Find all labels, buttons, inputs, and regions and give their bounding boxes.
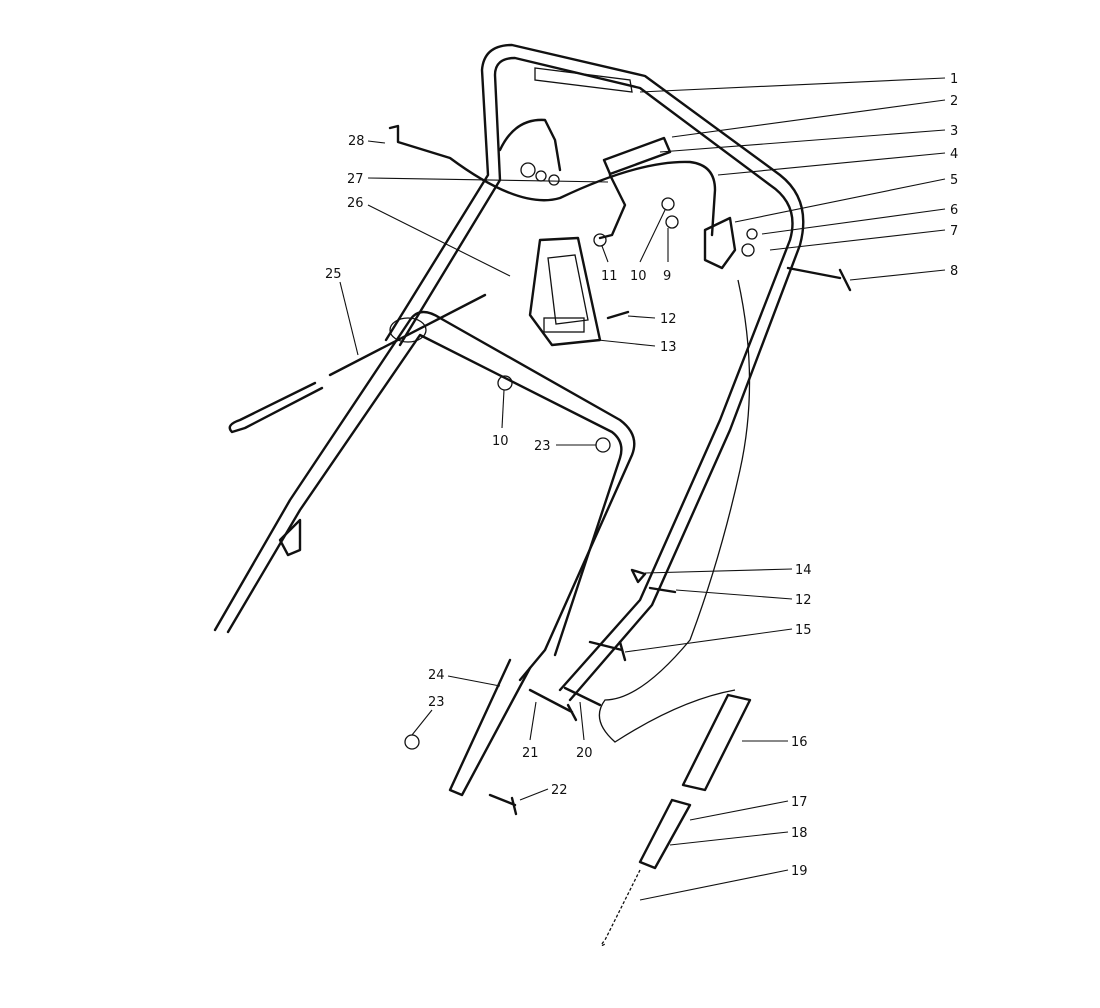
control-bail	[388, 118, 717, 237]
control-rod	[598, 173, 627, 240]
upper-handle	[384, 43, 805, 702]
callout-2: 2	[950, 94, 958, 109]
console	[528, 236, 602, 347]
callout-9: 9	[663, 269, 671, 284]
callout-20: 20	[576, 746, 593, 761]
callout-7: 7	[950, 224, 958, 239]
callout-3: 3	[950, 124, 958, 139]
bracket	[703, 216, 737, 270]
callout-28: 28	[348, 134, 365, 149]
lower-grip-assembly	[600, 693, 752, 946]
leader-lines	[339, 77, 946, 901]
callout-27: 27	[347, 172, 364, 187]
cable-wire	[598, 279, 751, 743]
callout-10: 10	[630, 269, 647, 284]
callout-23: 23	[428, 695, 445, 710]
callout-1: 1	[950, 72, 958, 87]
callout-11: 11	[601, 269, 618, 284]
callout-14: 14	[795, 563, 812, 578]
callout-8: 8	[950, 264, 958, 279]
callout-24: 24	[428, 668, 445, 683]
callout-23: 23	[534, 439, 551, 454]
callout-17: 17	[791, 795, 808, 810]
grip-sleeve	[602, 136, 672, 176]
cable-rod	[328, 293, 487, 377]
callout-5: 5	[950, 173, 958, 188]
callout-10: 10	[492, 434, 509, 449]
callout-4: 4	[950, 147, 958, 162]
callout-22: 22	[551, 783, 568, 798]
lower-handle	[213, 310, 636, 797]
callout-19: 19	[791, 864, 808, 879]
callout-13: 13	[660, 340, 677, 355]
callout-labels: 1 2 3 4 5 6 7 8 9 10 11 12 13 10 23 14 1…	[325, 72, 958, 879]
callout-12: 12	[660, 312, 677, 327]
callout-25: 25	[325, 267, 342, 282]
cable-end	[228, 381, 324, 434]
callout-21: 21	[522, 746, 539, 761]
callout-12: 12	[795, 593, 812, 608]
callout-16: 16	[791, 735, 808, 750]
callout-18: 18	[791, 826, 808, 841]
callout-15: 15	[795, 623, 812, 638]
callout-26: 26	[347, 196, 364, 211]
callout-6: 6	[950, 203, 958, 218]
